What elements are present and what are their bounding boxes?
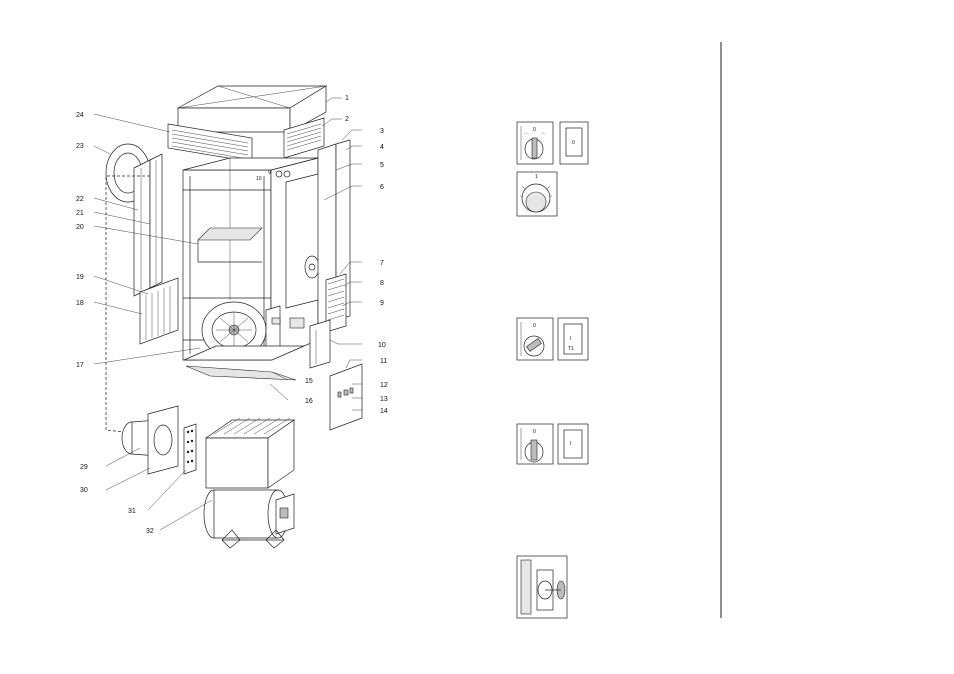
switch-scale-left: ‧‧‧ <box>524 131 529 137</box>
callout-23: 23 <box>76 143 84 150</box>
thermostat-dial: 1 <box>516 171 558 217</box>
base-tray <box>183 345 305 381</box>
callout-29: 29 <box>80 464 88 471</box>
callout-2: 2 <box>345 116 349 123</box>
callout-22: 22 <box>76 196 84 203</box>
callout-31: 31 <box>128 508 136 515</box>
callout-13: 13 <box>380 396 388 403</box>
left-lower-grille <box>139 277 179 345</box>
callout-4: 4 <box>380 144 384 151</box>
callout-24: 24 <box>76 112 84 119</box>
callout-11: 11 <box>380 358 387 365</box>
switch-rocker-2: I T1 <box>557 317 589 361</box>
callout-labels: 1 2 3 4 5 6 7 8 9 10 11 12 13 14 15 16 1… <box>76 95 388 535</box>
switch-rotary-knob-1: 0 ‧‧‧ ‧‧‧ <box>516 121 554 165</box>
switch-rocker-1: 0 <box>559 121 589 165</box>
callout-16: 16 <box>305 398 313 405</box>
roof-cap <box>177 85 328 133</box>
callout-10: 10 <box>378 342 386 349</box>
dial-label-1: 1 <box>535 174 538 180</box>
switch-rotary-knob-2: 0 <box>516 317 554 361</box>
callout-20: 20 <box>76 224 84 231</box>
heater-coil-block <box>204 417 296 489</box>
callout-19: 19 <box>76 274 84 281</box>
duct-spigot-flange <box>121 405 179 475</box>
control-panel-plate <box>329 363 363 431</box>
switch-rocker-3: I <box>557 423 589 465</box>
callout-1: 1 <box>345 95 349 102</box>
callout-inner-9: 9 <box>268 170 271 176</box>
blower-motor-housing <box>203 489 295 549</box>
left-side-panels <box>133 153 163 297</box>
callout-18: 18 <box>76 300 84 307</box>
callout-inner-10: 10 <box>256 176 262 182</box>
rocker3-label-i: I <box>570 441 571 447</box>
callout-17: 17 <box>76 362 84 369</box>
right-lower-grille <box>325 273 347 333</box>
switch2-label-0: 0 <box>533 323 536 329</box>
callout-12: 12 <box>380 382 388 389</box>
switch-rotary-knob-3: 0 <box>516 423 554 465</box>
callout-14: 14 <box>380 408 388 415</box>
callout-5: 5 <box>380 162 384 169</box>
callout-7: 7 <box>380 260 384 267</box>
switch3-label-0: 0 <box>533 429 536 435</box>
duct-path-dashed <box>105 175 150 433</box>
leader-lines <box>93 97 362 531</box>
callout-6: 6 <box>380 184 384 191</box>
callout-9: 9 <box>380 300 384 307</box>
rocker2-label-i: I <box>570 336 571 342</box>
switch-label-0: 0 <box>533 127 536 133</box>
switch-scale-right: ‧‧‧ <box>541 131 546 137</box>
rocker2-label-t1: T1 <box>568 346 574 352</box>
wiring-plate <box>309 319 331 369</box>
callout-21: 21 <box>76 210 84 217</box>
callout-3: 3 <box>380 128 384 135</box>
rear-panels <box>317 139 351 327</box>
blower-fan <box>201 301 305 359</box>
callout-8: 8 <box>380 280 384 287</box>
heater-terminal-strip <box>183 423 197 475</box>
callout-30: 30 <box>80 487 88 494</box>
top-side-grille <box>283 117 325 159</box>
callout-15: 15 <box>305 378 313 385</box>
callout-32: 32 <box>146 528 154 535</box>
rocker-label-0: 0 <box>572 140 575 146</box>
door-latch-illustration <box>516 555 568 619</box>
exploded-cabinet-drawing <box>105 85 363 549</box>
